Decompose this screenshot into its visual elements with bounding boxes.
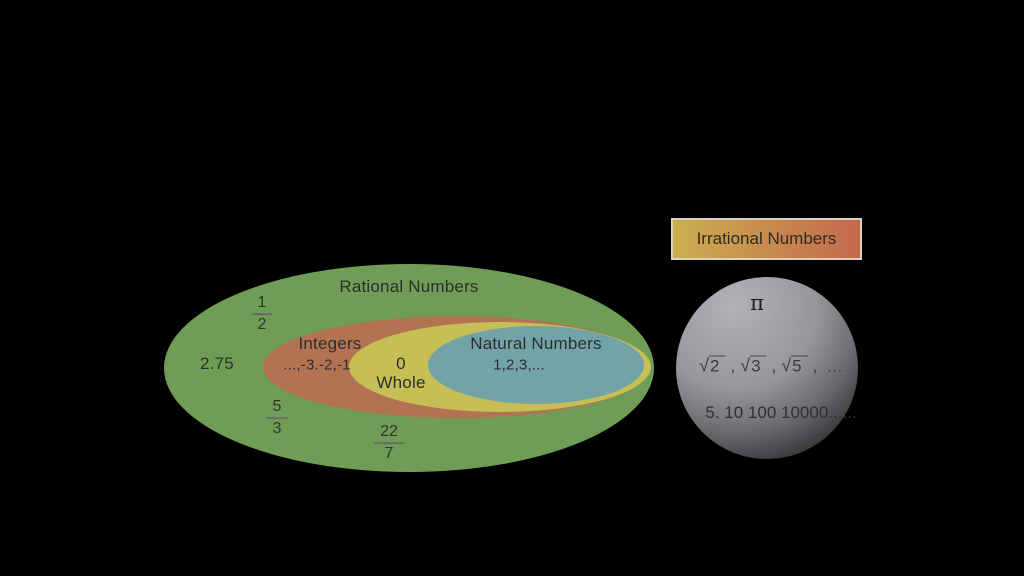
radical-sign: √ [781, 355, 792, 376]
radicand: 2 [708, 355, 726, 376]
irrational-numbers-title-box: Irrational Numbers [671, 218, 862, 260]
irrational-sequence-example: 5. 10 100 10000...... [705, 403, 857, 422]
irrational-roots-list: √2,√3,√5,... [699, 355, 843, 377]
whole-numbers-label: Whole [376, 373, 426, 392]
fraction-numerator: 1 [257, 294, 267, 312]
fraction-five-thirds: 5 3 [266, 398, 288, 438]
integers-examples: ...,-3.-2,-1 [283, 356, 351, 374]
radicand: 5 [791, 355, 808, 376]
fraction-denominator: 3 [266, 417, 288, 438]
fraction-denominator: 7 [374, 442, 404, 463]
radical-sign: √ [699, 355, 709, 376]
natural-numbers-examples: 1,2,3,... [493, 356, 545, 374]
radicand: 3 [750, 355, 767, 376]
rational-decimal-example: 2.75 [200, 354, 234, 373]
fraction-numerator: 22 [380, 423, 398, 441]
integers-label: Integers [298, 334, 362, 353]
irrational-numbers-circle [676, 277, 858, 459]
fraction-numerator: 5 [272, 398, 282, 416]
roots-separator: , [771, 356, 777, 376]
radical-sign: √ [740, 355, 751, 376]
sqrt-3: √3 [740, 355, 767, 377]
roots-separator: , [812, 356, 818, 376]
fraction-denominator: 2 [251, 313, 273, 334]
roots-ellipsis: ... [827, 358, 843, 376]
sqrt-2: √2 [699, 355, 726, 377]
pi-symbol: π [750, 291, 764, 315]
irrational-numbers-label: Irrational Numbers [696, 229, 837, 248]
fraction-twentytwo-sevenths: 22 7 [374, 423, 404, 463]
rational-numbers-label: Rational Numbers [339, 277, 479, 296]
sqrt-5: √5 [781, 355, 808, 377]
roots-separator: , [730, 356, 736, 376]
fraction-one-half: 1 2 [251, 294, 273, 334]
whole-zero-example: 0 [396, 354, 406, 373]
natural-numbers-ellipse [428, 326, 644, 404]
natural-numbers-label: Natural Numbers [470, 334, 602, 353]
